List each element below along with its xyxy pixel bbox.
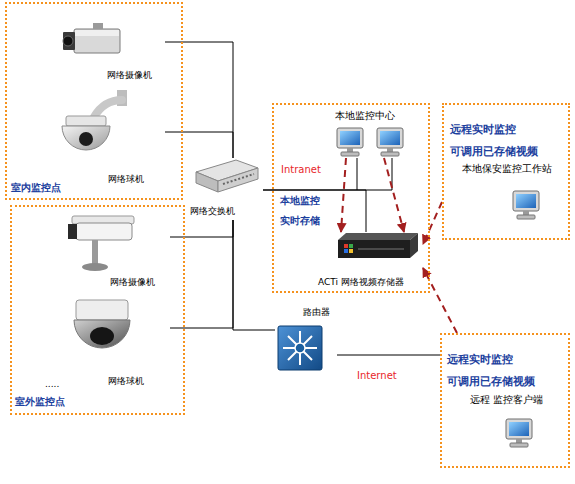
camera-node: 网络摄像机 [60,210,170,290]
device-label: 网络摄像机 [110,277,168,288]
network-wire [357,158,358,190]
outdoor-group: ..... 室外监控点 网络摄像机网络球机 [10,205,185,415]
device-label: 远程 监控客户端 [470,394,565,406]
storage-server-icon [358,249,404,250]
data-flow-arrow [423,268,457,333]
box-camera-icon [93,23,103,29]
camera-node: 网络球机 [60,293,170,390]
camera-node: 网络球机 [55,88,165,188]
network-label: Internet [357,370,397,382]
router-icon [295,343,305,353]
device-label: 路由器 [303,307,337,318]
bullet-camera-icon [76,223,132,240]
bullet-camera-icon [82,263,108,271]
storage-server-icon [349,249,353,253]
local-center-group: 本地监控 实时存储 本地监控中心 ACTi 网络视频存储器 [272,103,430,293]
router-node: 路由器 [275,306,337,376]
camera-node: 网络摄像机 [55,20,165,84]
device-label: 网络交换机 [190,206,260,217]
dome-camera-icon [79,132,93,146]
network-cable [165,42,233,158]
group-heading: 室内监控点 [11,182,111,194]
connector-layer [165,42,457,355]
storage-server-icon [344,244,348,248]
outdoor-dome-icon [90,327,114,345]
switch-icon [218,168,258,192]
dome-camera-icon [66,116,106,126]
workstation-node: 本地监控中心 [330,108,415,158]
monitor-icon [506,419,532,447]
router-icon [283,331,317,365]
device-label: 本地保安监控工作站 [462,163,567,175]
switch-icon [196,172,218,192]
dome-camera-icon [94,100,122,117]
storage-server-icon [349,244,353,248]
monitor-icon [513,191,539,219]
network-cable [263,190,366,232]
dome-camera-icon [62,126,110,150]
network-label: Intranet [281,164,321,176]
box-camera-icon [63,23,120,53]
data-flow-arrow [423,202,442,244]
remote-workstation-group: 远程实时监控 可调用已存储视频本地保安监控工作站 [442,103,570,240]
bullet-camera-icon [92,240,98,264]
device-label: ACTi 网络视频存储器 [318,277,423,288]
device-label: 网络摄像机 [107,70,165,81]
network-cable [165,132,233,158]
device-label: 网络球机 [108,376,163,387]
group-heading: 室外监控点 [15,396,115,408]
outdoor-dome-icon [74,300,130,348]
data-flow-arrow [341,158,346,232]
device-label: 网络球机 [108,174,163,185]
network-cable [337,355,440,356]
device-label: ..... [45,379,85,390]
group-heading: 本地监控 实时存储 [280,191,340,231]
box-camera-icon [74,29,120,53]
outdoor-dome-icon [76,300,128,320]
switch-icon [223,174,254,184]
bullet-camera-icon [68,224,77,239]
monitor-icon [337,128,363,156]
network-cable [263,158,392,190]
remote-client-group: 远程实时监控 可调用已存储视频远程 监控客户端 [440,333,570,468]
storage-server-icon [338,233,418,258]
storage-server-icon [338,233,418,240]
box-camera-icon [75,30,119,36]
monitor-icon [377,128,403,156]
device-label: 本地监控中心 [335,110,415,122]
storage-server-icon [410,233,418,258]
storage-server-icon [338,240,410,258]
storage-server-icon [344,249,348,253]
network-cable [170,220,233,328]
group-heading: 远程实时监控 可调用已存储视频 [447,349,557,393]
group-heading: 远程实时监控 可调用已存储视频 [450,119,560,163]
network-cable [233,220,275,330]
router-icon [278,326,322,370]
router-icon [278,326,322,370]
switch-node: 网络交换机 [185,158,263,220]
data-flow-arrow [384,158,404,232]
network-cable [170,220,233,237]
bullet-camera-icon [68,216,134,271]
outdoor-dome-icon [74,320,130,348]
switch-icon [196,160,258,192]
network-wire [357,158,358,190]
storage-node: ACTi 网络视频存储器 [315,232,423,290]
box-camera-icon [63,32,75,50]
indoor-group: 室内监控点 网络摄像机网络球机 [5,2,183,200]
dome-camera-icon [62,90,127,150]
box-camera-icon [63,36,73,46]
